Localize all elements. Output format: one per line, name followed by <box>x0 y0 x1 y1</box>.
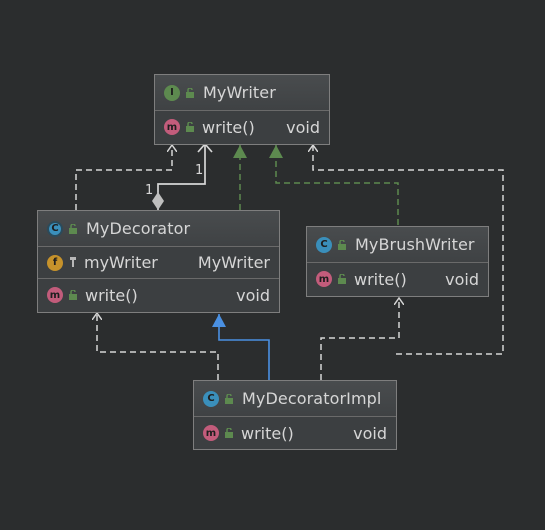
class-icon: C <box>203 390 219 407</box>
mywriter-class-name: MyWriter <box>203 83 276 102</box>
dependency-mydecorator-to-mywriter <box>75 145 172 210</box>
mydecoratorimpl-class-box[interactable]: C MyDecoratorImpl m write() void <box>193 380 397 450</box>
mywriter-class-box[interactable]: I MyWriter m write() void <box>154 74 330 145</box>
method-icon: m <box>316 271 332 287</box>
inheritance-mydecoratorimpl-to-mydecorator <box>212 314 270 380</box>
mybrushwriter-class-name: MyBrushWriter <box>355 235 475 254</box>
mybrushwriter-class-box[interactable]: C MyBrushWriter m write() void <box>306 226 489 297</box>
mywriter-method-row: m write() void <box>155 111 329 143</box>
mydecoratorimpl-class-name: MyDecoratorImpl <box>242 389 382 408</box>
public-lock-icon <box>68 223 78 234</box>
composition-target-multiplicity: 1 <box>195 163 204 178</box>
mybrushwriter-header: C MyBrushWriter <box>307 227 488 263</box>
public-lock-icon <box>68 290 78 300</box>
class-icon: C <box>316 236 332 253</box>
mydecorator-class-name: MyDecorator <box>86 219 191 238</box>
method-icon: m <box>164 119 180 135</box>
mydecorator-method-name: write() <box>85 285 138 305</box>
mydecorator-field-row: f myWriter MyWriter <box>38 247 279 279</box>
dependency-mydecoratorimpl-to-mywriter <box>313 145 504 355</box>
realization-mybrushwriter-to-mywriter <box>269 145 399 225</box>
public-lock-icon <box>185 122 195 132</box>
method-icon: m <box>203 425 219 441</box>
method-icon: m <box>47 287 63 303</box>
public-lock-icon <box>224 393 234 404</box>
mybrushwriter-method-type: void <box>445 269 479 289</box>
mydecorator-method-row: m write() void <box>38 279 279 311</box>
mybrushwriter-method-row: m write() void <box>307 263 488 295</box>
mywriter-header: I MyWriter <box>155 75 329 111</box>
mydecorator-method-type: void <box>236 285 270 305</box>
mydecoratorimpl-method-row: m write() void <box>194 417 396 449</box>
public-lock-icon <box>337 239 347 250</box>
mydecorator-class-box[interactable]: C MyDecorator f myWriter MyWriter m writ… <box>37 210 280 313</box>
mywriter-method-type: void <box>286 117 320 137</box>
abstract-class-icon: C <box>47 220 63 237</box>
dependency-mydecoratorimpl-to-mydecorator <box>97 313 219 380</box>
mydecoratorimpl-header: C MyDecoratorImpl <box>194 381 396 417</box>
dependency-mydecoratorimpl-to-mybrushwriter <box>320 298 399 380</box>
composition-source-multiplicity: 1 <box>145 183 154 198</box>
public-lock-icon <box>185 87 195 98</box>
public-lock-icon <box>337 274 347 284</box>
public-lock-icon <box>224 428 234 438</box>
mydecorator-field-type: MyWriter <box>197 253 270 272</box>
mybrushwriter-method-name: write() <box>354 269 407 289</box>
composition-mydecorator-to-mywriter <box>152 145 206 210</box>
mydecoratorimpl-method-type: void <box>353 423 387 443</box>
mydecorator-header: C MyDecorator <box>38 211 279 247</box>
mydecorator-field-name: myWriter <box>84 253 158 272</box>
mywriter-method-name: write() <box>202 117 255 137</box>
pin-icon <box>70 257 76 267</box>
interface-icon: I <box>164 84 180 101</box>
mydecoratorimpl-method-name: write() <box>241 423 294 443</box>
field-icon: f <box>47 254 63 271</box>
